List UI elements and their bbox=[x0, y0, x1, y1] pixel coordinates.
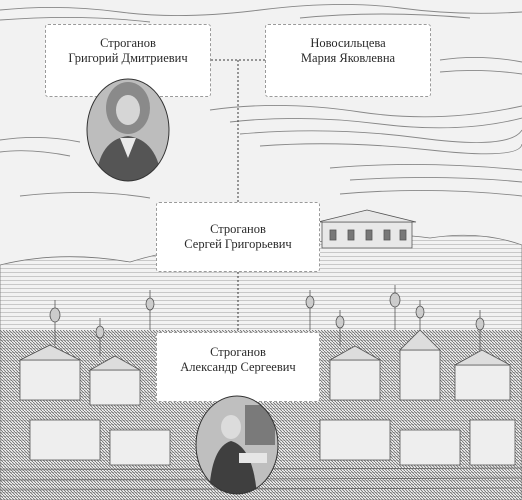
person-surname: Строганов bbox=[210, 222, 266, 236]
hill-building bbox=[317, 209, 417, 249]
person-box-aleksandr: Строганов Александр Сергеевич bbox=[156, 332, 320, 402]
person-given-name: Григорий Дмитриевич bbox=[68, 51, 188, 65]
portrait-grigoriy bbox=[86, 78, 170, 182]
person-given-name: Сергей Григорьевич bbox=[184, 237, 292, 251]
sky-clouds bbox=[0, 4, 522, 199]
person-surname: Новосильцева bbox=[310, 36, 386, 50]
person-surname: Строганов bbox=[100, 36, 156, 50]
person-box-sergey: Строганов Сергей Григорьевич bbox=[156, 202, 320, 272]
portrait-aleksandr bbox=[195, 395, 279, 495]
person-given-name: Мария Яковлевна bbox=[300, 51, 396, 65]
person-box-maria: Новосильцева Мария Яковлевна bbox=[265, 24, 431, 97]
person-surname: Строганов bbox=[210, 345, 266, 359]
person-given-name: Александр Сергеевич bbox=[180, 360, 296, 374]
